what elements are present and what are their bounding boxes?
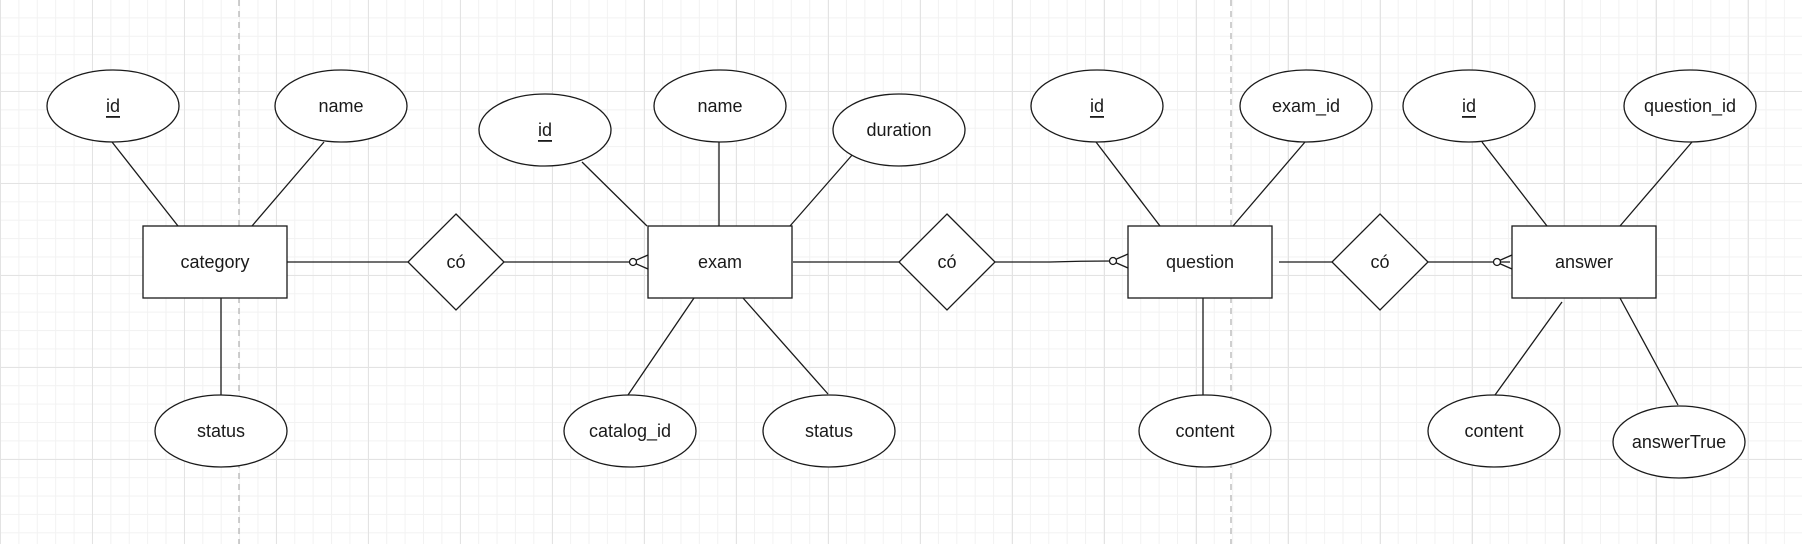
relationship-question-answer-label: có xyxy=(1370,252,1389,272)
entity-question-label: question xyxy=(1166,252,1234,272)
attribute-exam-duration-label: duration xyxy=(866,120,931,140)
attribute-answer-id-label: id xyxy=(1462,96,1476,116)
entity-category-label: category xyxy=(180,252,249,272)
relationship-question-answer[interactable]: có xyxy=(1331,213,1429,311)
attribute-exam-name[interactable]: name xyxy=(653,69,787,143)
entity-question[interactable]: question xyxy=(1127,225,1273,299)
attribute-exam-catalog-id-label: catalog_id xyxy=(589,421,671,442)
exam-attribute-connectors xyxy=(581,142,854,396)
attribute-question-exam-id-label: exam_id xyxy=(1272,96,1340,117)
attribute-answer-content[interactable]: content xyxy=(1427,394,1561,468)
attribute-category-status-label: status xyxy=(197,421,245,441)
attribute-question-content[interactable]: content xyxy=(1138,394,1272,468)
question-attribute-connectors xyxy=(1095,141,1306,396)
attribute-category-name[interactable]: name xyxy=(274,69,408,143)
attribute-category-id-label: id xyxy=(106,96,120,116)
attribute-answer-content-label: content xyxy=(1464,421,1523,441)
attribute-exam-status[interactable]: status xyxy=(762,394,896,468)
entity-exam[interactable]: exam xyxy=(647,225,793,299)
line-rel2-question xyxy=(995,260,1113,263)
entity-category[interactable]: category xyxy=(142,225,288,299)
attribute-answer-question-id-label: question_id xyxy=(1644,96,1736,117)
attribute-answer-answertrue-label: answerTrue xyxy=(1632,432,1726,452)
attribute-exam-catalog-id[interactable]: catalog_id xyxy=(563,394,697,468)
category-attribute-connectors xyxy=(111,141,325,396)
attribute-answer-answertrue[interactable]: answerTrue xyxy=(1612,405,1746,479)
attribute-question-id[interactable]: id xyxy=(1030,69,1164,143)
entity-exam-label: exam xyxy=(698,252,742,272)
attribute-category-status[interactable]: status xyxy=(154,394,288,468)
attribute-category-name-label: name xyxy=(318,96,363,116)
entity-answer-label: answer xyxy=(1555,252,1613,272)
attribute-question-content-label: content xyxy=(1175,421,1234,441)
attribute-exam-duration[interactable]: duration xyxy=(832,93,966,167)
attribute-question-exam-id[interactable]: exam_id xyxy=(1239,69,1373,143)
attribute-exam-status-label: status xyxy=(805,421,853,441)
relationship-category-exam-label: có xyxy=(446,252,465,272)
zero-or-many-marker-exam xyxy=(628,254,649,270)
attribute-exam-id[interactable]: id xyxy=(478,93,612,167)
attribute-category-id[interactable]: id xyxy=(46,69,180,143)
relationship-category-exam[interactable]: có xyxy=(407,213,505,311)
entity-answer[interactable]: answer xyxy=(1511,225,1657,299)
relationship-exam-question-label: có xyxy=(937,252,956,272)
attribute-exam-name-label: name xyxy=(697,96,742,116)
attribute-answer-question-id[interactable]: question_id xyxy=(1623,69,1757,143)
relationship-exam-question[interactable]: có xyxy=(898,213,996,311)
zero-or-many-marker-answer xyxy=(1492,254,1513,270)
attribute-answer-id[interactable]: id xyxy=(1402,69,1536,143)
answer-attribute-connectors xyxy=(1481,141,1693,406)
attribute-question-id-label: id xyxy=(1090,96,1104,116)
relationship-lines xyxy=(287,260,1510,263)
zero-or-many-marker-question xyxy=(1108,253,1129,269)
attribute-exam-id-label: id xyxy=(538,120,552,140)
